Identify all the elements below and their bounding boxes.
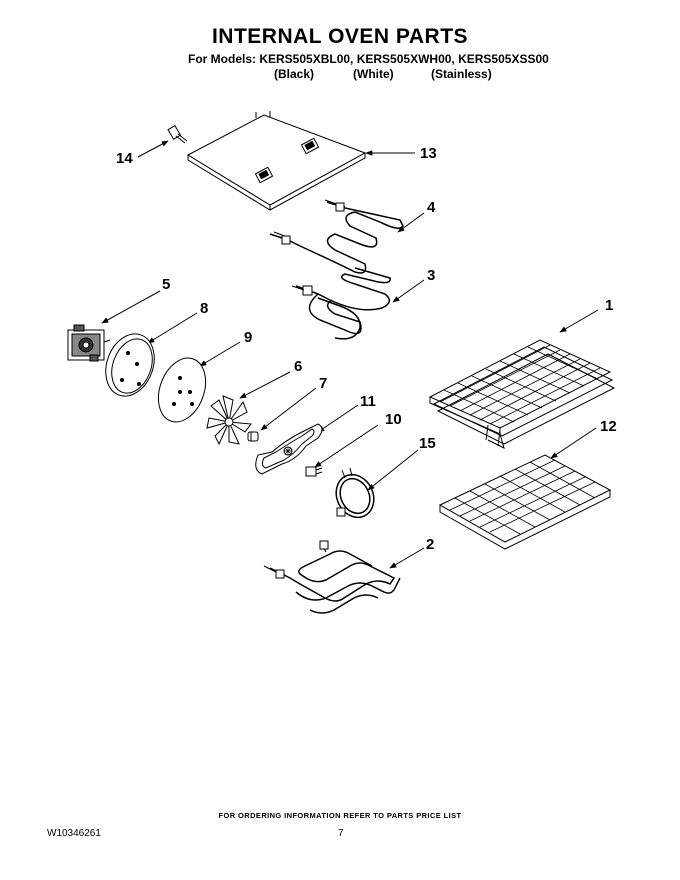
callout-12: 12 bbox=[600, 418, 617, 435]
callout-14: 14 bbox=[116, 150, 133, 167]
callout-11: 11 bbox=[360, 393, 376, 410]
callout-5: 5 bbox=[162, 276, 171, 293]
part-12-oven-rack bbox=[438, 454, 612, 550]
part-9-gasket bbox=[157, 357, 207, 423]
part-7-nut bbox=[247, 431, 259, 442]
callout-15: 15 bbox=[419, 435, 436, 452]
part-14-screw bbox=[167, 124, 188, 144]
callout-13: 13 bbox=[420, 145, 437, 162]
page-number: 7 bbox=[338, 828, 344, 839]
part-10-bolt bbox=[305, 466, 323, 477]
color-black: (Black) bbox=[274, 67, 315, 81]
callout-3: 3 bbox=[427, 267, 436, 284]
callout-9: 9 bbox=[244, 329, 253, 346]
callout-10: 10 bbox=[385, 411, 402, 428]
part-6-fan-blade bbox=[206, 395, 252, 446]
part-2-hidden-bake-element bbox=[263, 540, 401, 614]
callout-4: 4 bbox=[427, 199, 436, 216]
part-13-cover-panel bbox=[186, 111, 367, 211]
callout-2: 2 bbox=[426, 536, 435, 553]
part-8-motor-plate bbox=[105, 333, 155, 397]
ordering-note: FOR ORDERING INFORMATION REFER TO PARTS … bbox=[218, 811, 462, 820]
color-stainless: (Stainless) bbox=[431, 67, 492, 81]
callout-8: 8 bbox=[200, 300, 209, 317]
color-white: (White) bbox=[353, 67, 394, 81]
part-3-bake-element bbox=[291, 267, 391, 340]
leader-lines bbox=[101, 140, 599, 569]
part-5-convection-motor bbox=[67, 324, 111, 362]
part-11-fan-bracket bbox=[255, 423, 323, 475]
part-1-oven-rack bbox=[428, 339, 616, 449]
page-title: INTERNAL OVEN PARTS bbox=[211, 25, 469, 48]
document-number: W10346261 bbox=[47, 828, 101, 839]
part-15-convection-element bbox=[335, 467, 375, 519]
callout-7: 7 bbox=[319, 375, 328, 392]
callout-1: 1 bbox=[605, 297, 614, 314]
callout-6: 6 bbox=[294, 358, 303, 375]
models-line: For Models: KERS505XBL00, KERS505XWH00, … bbox=[188, 52, 549, 66]
part-4-broil-element bbox=[269, 199, 404, 274]
